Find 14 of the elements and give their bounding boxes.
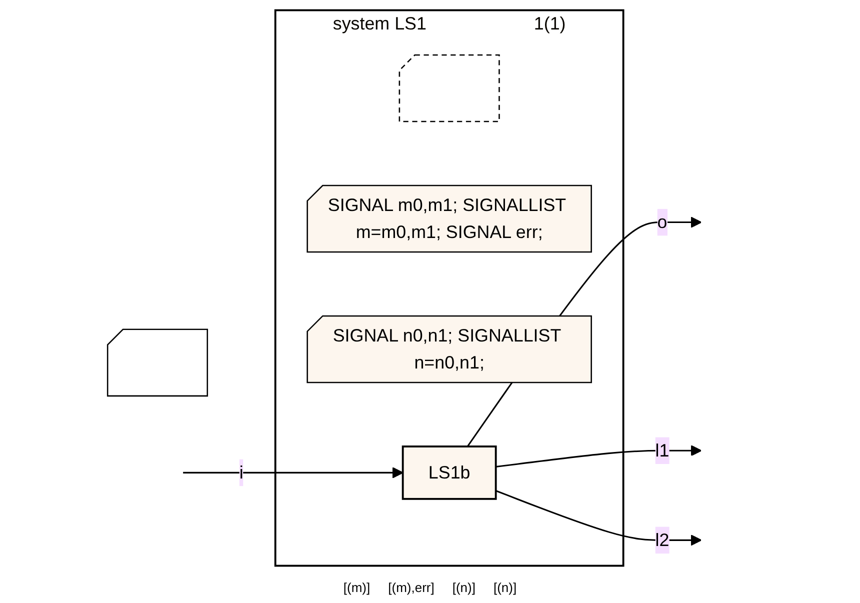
signal-list-label: [(n)] xyxy=(452,580,476,595)
node-note xyxy=(398,54,500,122)
edge-label: l2 xyxy=(655,529,670,550)
signal-list-label: [(m)] xyxy=(343,580,370,595)
edge-label: l1 xyxy=(655,440,670,460)
edge-label: i xyxy=(239,462,244,482)
node-note xyxy=(106,328,208,397)
channel-arrow xyxy=(496,490,702,546)
channel-arrow xyxy=(496,445,702,468)
node-box: LS1b xyxy=(402,446,497,500)
channel-arrow xyxy=(183,467,404,478)
edge-label: o xyxy=(657,211,668,232)
signal-list-label: [(n)] xyxy=(493,580,517,595)
signal-list-label: [(m),err] xyxy=(388,580,434,595)
